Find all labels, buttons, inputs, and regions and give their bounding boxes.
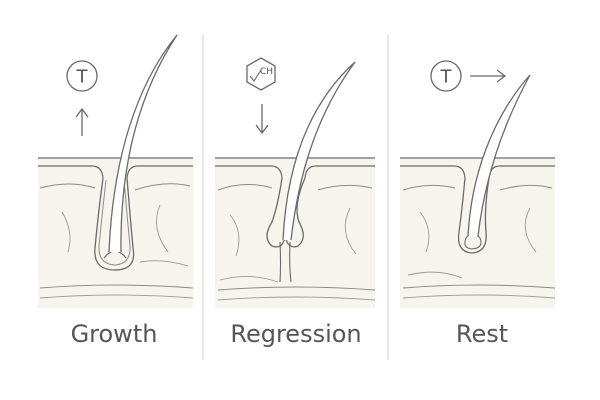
- hair-shaft: [108, 34, 178, 253]
- up-arrow-icon: [75, 107, 89, 136]
- growth-panel: T: [38, 34, 194, 308]
- right-arrow-icon: [470, 69, 507, 83]
- phase-label-regression: Regression: [230, 320, 362, 348]
- hormone-letter: T: [76, 67, 89, 88]
- hexagon-molecule-icon: [246, 57, 276, 91]
- regression-panel: CH: [215, 57, 376, 308]
- chemical-label: CH: [260, 67, 273, 77]
- circled-t-icon: [430, 60, 462, 92]
- regressing-strand: [279, 241, 282, 283]
- circled-t-icon: [66, 60, 98, 92]
- hair-shaft: [282, 61, 356, 241]
- hair-shaft: [467, 74, 531, 237]
- down-arrow-icon: [255, 104, 269, 135]
- hair-follicle: [457, 177, 490, 254]
- hair-follicle: [94, 177, 135, 271]
- hormone-letter: T: [440, 67, 453, 88]
- phase-label-rest: Rest: [455, 320, 509, 348]
- phase-label-growth: Growth: [70, 320, 158, 348]
- rest-panel: T: [400, 60, 556, 308]
